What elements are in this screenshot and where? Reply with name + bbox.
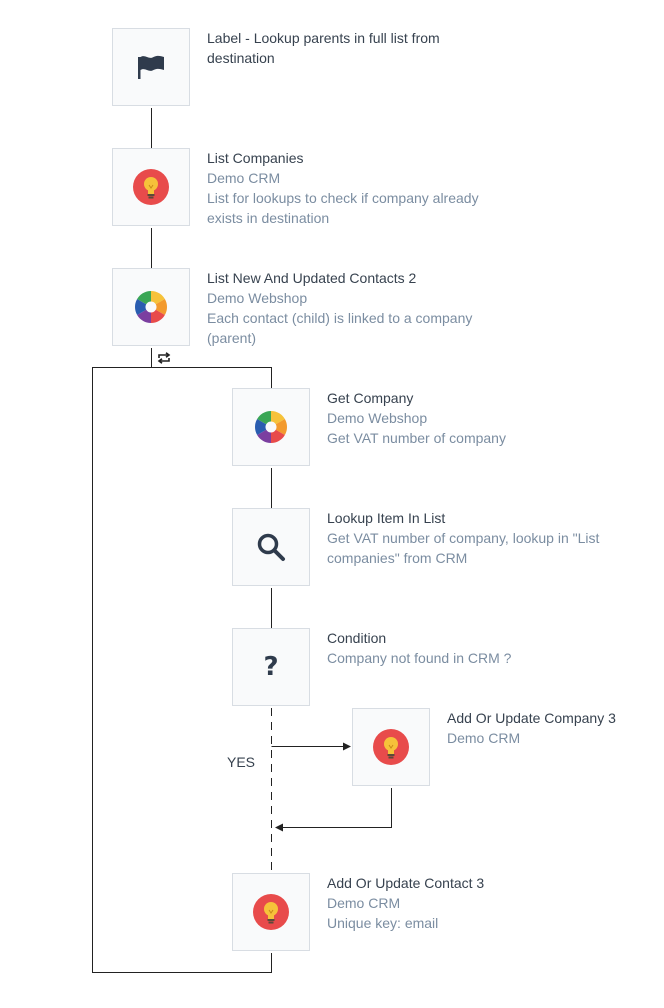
step-2-text: List Companies Demo CRM List for lookups… (207, 148, 497, 228)
step-description: List for lookups to check if company alr… (207, 190, 479, 226)
step-4-text: Get Company Demo Webshop Get VAT number … (327, 388, 617, 448)
step-title: Lookup Item In List (327, 510, 446, 526)
step-add-contact-node[interactable] (232, 873, 310, 951)
repeat-icon (157, 351, 171, 369)
step-app: Demo Webshop (207, 290, 308, 306)
flag-icon (136, 54, 166, 80)
step-list-contacts-node[interactable] (112, 268, 190, 346)
search-icon (256, 532, 286, 562)
branch-return-arrow (275, 788, 392, 832)
step-title: Get Company (327, 390, 414, 406)
loop-return-line (92, 367, 272, 973)
step-3-text: List New And Updated Contacts 2 Demo Web… (207, 268, 497, 348)
step-title: Add Or Update Company 3 (447, 710, 616, 726)
step-8-text: Add Or Update Contact 3 Demo CRM Unique … (327, 873, 617, 933)
step-6-text: Condition Company not found in CRM ? (327, 628, 617, 668)
step-add-company-node[interactable] (352, 708, 430, 786)
step-7-text: Add Or Update Company 3 Demo CRM (447, 708, 647, 748)
aperture-icon (134, 290, 168, 324)
step-description: Unique key: email (327, 915, 439, 931)
step-title: Add Or Update Contact 3 (327, 875, 485, 891)
step-description: Get VAT number of company (327, 430, 506, 446)
lightbulb-icon (373, 729, 409, 765)
step-1-text: Label - Lookup parents in full list from… (207, 28, 477, 68)
step-list-companies-node[interactable] (112, 148, 190, 226)
step-condition-node[interactable]: ? (232, 628, 310, 706)
step-description: Get VAT number of company, lookup in "Li… (327, 530, 600, 566)
step-app: Demo CRM (207, 170, 281, 186)
step-description: Company not found in CRM ? (327, 650, 512, 666)
branch-label-yes: YES (227, 754, 256, 770)
step-lookup-node[interactable] (232, 508, 310, 586)
step-app: Demo CRM (327, 895, 401, 911)
step-app: Demo Webshop (327, 410, 428, 426)
step-title: List New And Updated Contacts 2 (207, 270, 417, 286)
step-app: Demo CRM (447, 730, 521, 746)
step-title: Condition (327, 630, 387, 646)
step-title: List Companies (207, 150, 304, 166)
lightbulb-icon (133, 169, 169, 205)
aperture-icon (254, 410, 288, 444)
question-icon: ? (263, 652, 279, 682)
step-5-text: Lookup Item In List Get VAT number of co… (327, 508, 607, 568)
step-get-company-node[interactable] (232, 388, 310, 466)
loop-entry-line (151, 367, 272, 388)
step-title: Label - Lookup parents in full list from… (207, 30, 440, 66)
lightbulb-icon (253, 894, 289, 930)
step-label-node[interactable] (112, 28, 190, 106)
step-description: Each contact (child) is linked to a comp… (207, 310, 473, 346)
